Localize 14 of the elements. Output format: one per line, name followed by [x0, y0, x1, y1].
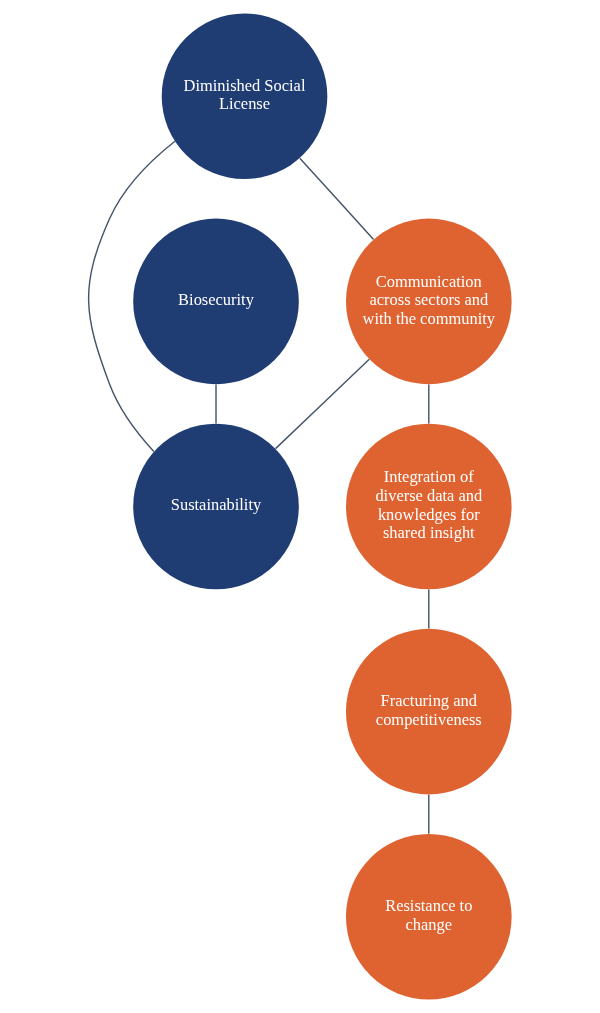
connector	[428, 588, 430, 630]
node-circle: Resistance to change	[346, 833, 512, 1000]
node-circle: Sustainability	[133, 423, 299, 590]
node-circle: Integration of diverse data and knowledges for shared insight	[346, 423, 512, 590]
connector	[299, 157, 375, 241]
connector	[274, 358, 370, 450]
connector	[215, 383, 217, 425]
connector	[87, 140, 176, 453]
node-circle: Biosecurity	[133, 218, 299, 385]
connector	[428, 383, 430, 425]
node-circle: Communication across sectors and with the community	[346, 218, 512, 385]
connector	[428, 793, 430, 835]
node-circle: Diminished Social License	[161, 13, 328, 180]
node-circle: Fracturing and competitiveness	[346, 628, 512, 795]
